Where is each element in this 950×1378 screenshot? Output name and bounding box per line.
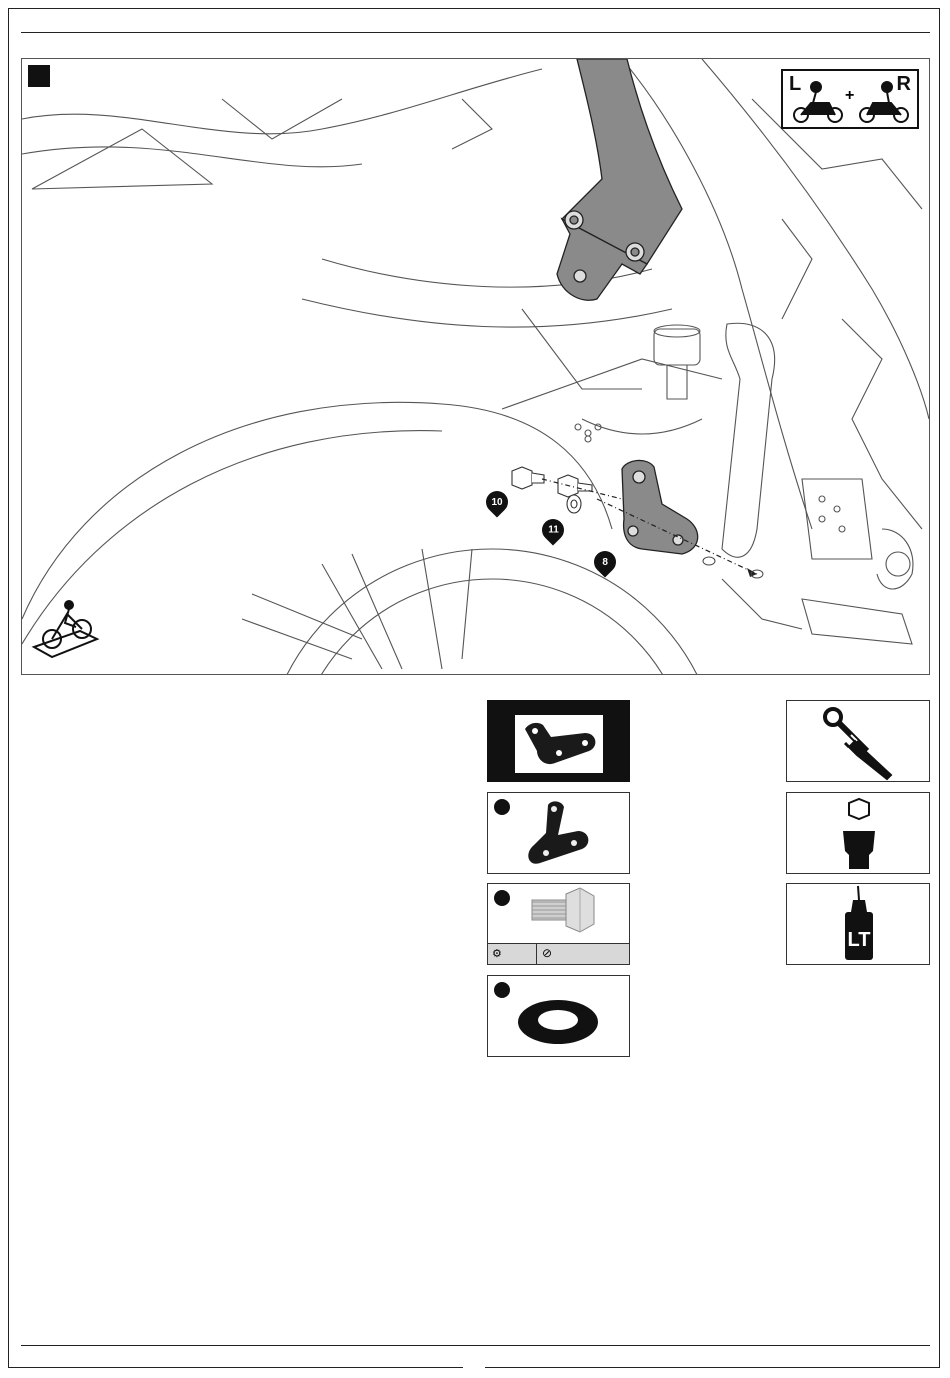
part-panel-assembled [487, 700, 630, 782]
washer-part-photo [488, 976, 629, 1056]
ratchet-and-screwdriver-icon [787, 701, 929, 781]
footer-rule [21, 1345, 930, 1346]
tool-panel-ratchet [786, 700, 930, 782]
part-panel-bolt: ⚙ ⊘ [487, 883, 630, 965]
tool-panel-threadlocker: LT [786, 883, 930, 965]
part-panel-washer [487, 975, 630, 1057]
hex-socket-icon [787, 793, 929, 873]
spec-bar: ⚙ ⊘ [488, 943, 629, 964]
spec-divider [536, 944, 537, 964]
tool-panel-socket [786, 792, 930, 874]
assembly-illustration: L R + 10 11 8 [21, 58, 930, 675]
threadlocker-label: LT [848, 929, 871, 951]
part-panel-bracket [487, 792, 630, 874]
left-plus-right-motorcycle-icon [783, 71, 917, 127]
footer-gap [463, 1362, 485, 1372]
motorcycle-on-stand-icon [34, 601, 97, 657]
torque-icon: ⊘ [542, 946, 552, 960]
bracket-assembled-photo [515, 715, 603, 773]
threadlocker-icon: ⚙ [492, 947, 502, 960]
left-right-badge: L R + [781, 69, 919, 129]
bracket-part-photo [488, 793, 629, 873]
bolt-part-photo [488, 884, 629, 944]
header-rule [21, 32, 930, 33]
motorcycle-line-drawing [22, 59, 929, 674]
threadlocker-bottle-icon: LT [787, 884, 929, 964]
